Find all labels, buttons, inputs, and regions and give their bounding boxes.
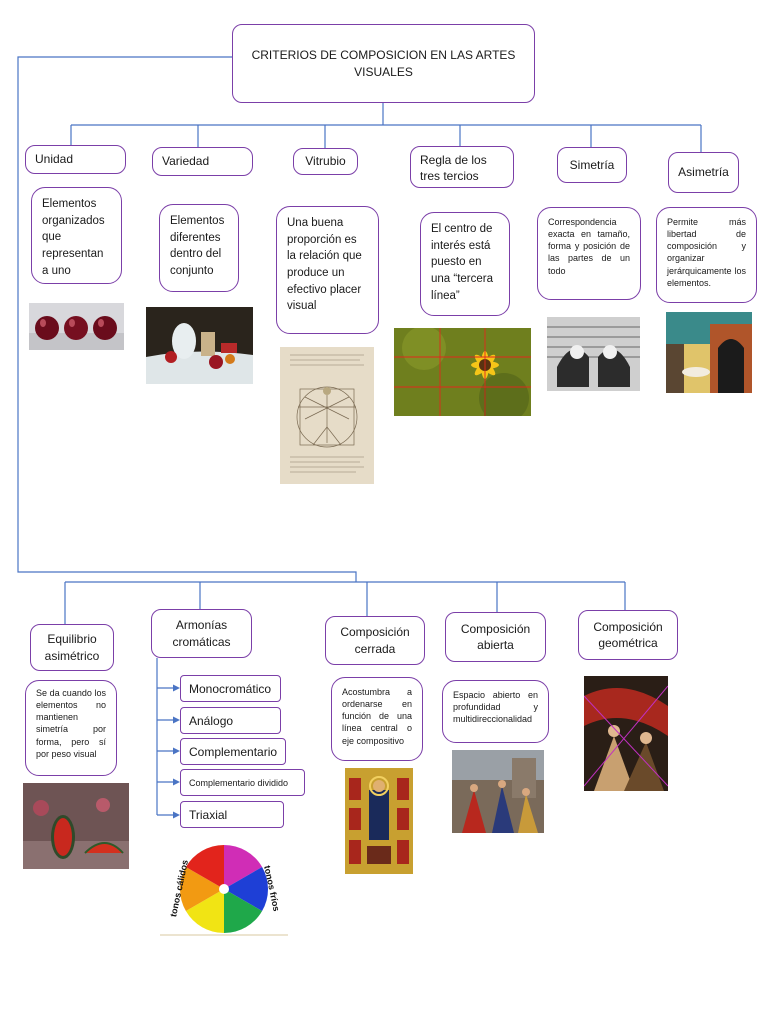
- wheel-slice: [180, 867, 224, 911]
- harmony-monocromatico: Monocromático: [180, 675, 281, 702]
- wheel-slice: [185, 889, 224, 933]
- desc-simetria: Correspondencia exacta en tamaño, forma …: [537, 207, 641, 300]
- desc-vitrubio: Una buena proporción es la relación que …: [276, 206, 379, 334]
- diagram-title: CRITERIOS DE COMPOSICION EN LAS ARTES VI…: [232, 24, 535, 103]
- wheel-slice: [224, 845, 263, 889]
- desc-composicion-abierta: Espacio abierto en profundidad y multidi…: [442, 680, 549, 743]
- image-madonna-icon: [345, 768, 413, 874]
- harmony-triaxial: Triaxial: [180, 801, 284, 828]
- desc-unidad: Elementos organizados que representan a …: [31, 187, 122, 284]
- desc-asimetria: Permite más libertad de composición y or…: [656, 207, 757, 303]
- node-composicion-abierta: Composición abierta: [445, 612, 546, 662]
- node-unidad: Unidad: [25, 145, 126, 174]
- desc-equilibrio-asimetrico: Se da cuando los elementos no mantienen …: [25, 680, 117, 776]
- harmony-complementario-dividido: Complementario dividido: [180, 769, 305, 796]
- color-wheel: tonos cálidos tonos fríos: [160, 838, 288, 938]
- wheel-slice: [185, 845, 224, 889]
- image-vitruvian-man: [280, 347, 374, 484]
- image-watermelon-still-life: [23, 783, 129, 869]
- node-variedad: Variedad: [152, 147, 253, 176]
- desc-regla-tercios: El centro de interés está puesto en una …: [420, 212, 510, 316]
- image-still-life: [146, 307, 253, 384]
- image-apples: [29, 303, 124, 350]
- node-armonias-cromaticas: Armonías cromáticas: [151, 609, 252, 658]
- wheel-slice: [224, 867, 268, 911]
- node-regla-tercios: Regla de los tres tercios: [410, 146, 514, 188]
- image-sunflower: [394, 328, 531, 416]
- node-asimetria: Asimetría: [668, 152, 739, 193]
- wheel-slice: [224, 889, 263, 933]
- image-geometric-composition: [584, 676, 668, 791]
- desc-composicion-cerrada: Acostumbra a ordenarse en función de una…: [331, 677, 423, 761]
- desc-variedad: Elementos diferentes dentro del conjunto: [159, 204, 239, 292]
- node-simetria: Simetría: [557, 147, 627, 183]
- node-composicion-cerrada: Composición cerrada: [325, 616, 425, 665]
- image-symmetry: [547, 317, 640, 391]
- image-open-composition: [452, 750, 544, 833]
- image-asymmetry: [666, 312, 752, 393]
- harmony-complementario: Complementario: [180, 738, 286, 765]
- harmony-analogo: Análogo: [180, 707, 281, 734]
- node-vitrubio: Vitrubio: [293, 148, 358, 175]
- node-equilibrio-asimetrico: Equilibrio asimétrico: [30, 624, 114, 671]
- node-composicion-geometrica: Composición geométrica: [578, 610, 678, 660]
